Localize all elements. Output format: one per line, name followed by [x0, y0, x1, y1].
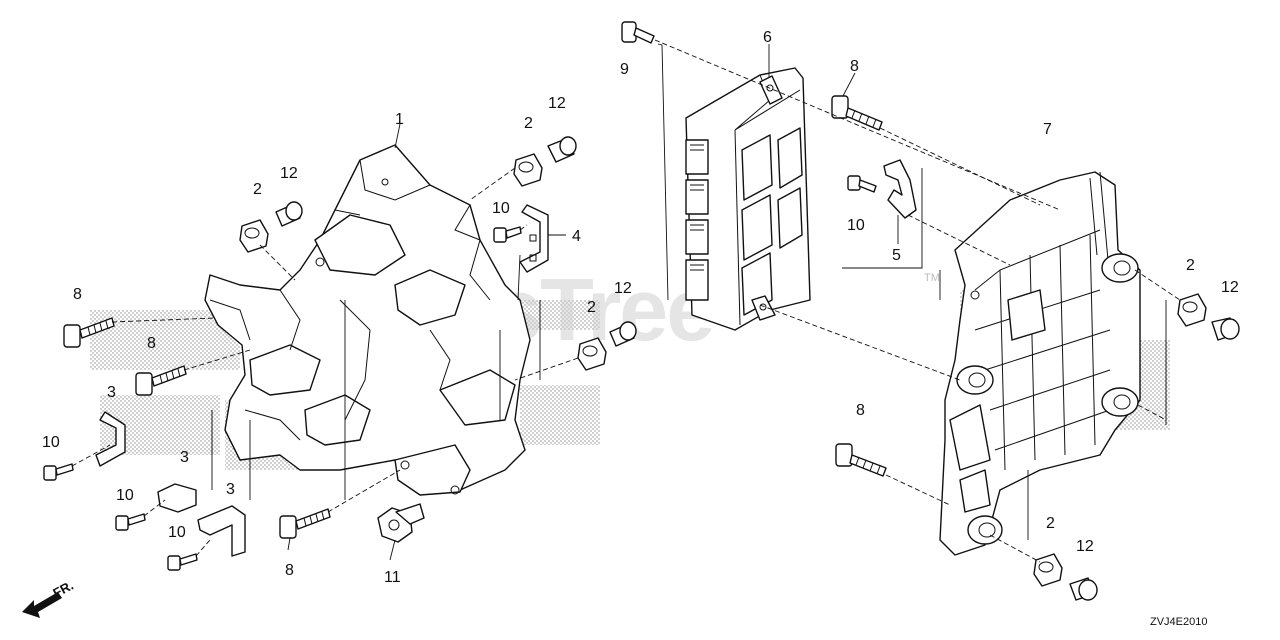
callout-part-1[interactable]: 1 [395, 111, 404, 128]
callout-part-5[interactable]: 5 [892, 247, 901, 264]
callout-part-2[interactable]: 2 [253, 181, 262, 198]
grommet-part-2[interactable] [513, 153, 543, 187]
small-bolt-part-10[interactable] [493, 226, 522, 243]
callout-part-10[interactable]: 10 [168, 524, 186, 541]
callout-part-12[interactable]: 12 [1221, 279, 1239, 296]
clip-part-5[interactable] [883, 159, 917, 219]
collar-part-12[interactable] [609, 321, 637, 347]
collar-part-12[interactable] [547, 136, 577, 163]
callout-part-3[interactable]: 3 [226, 481, 235, 498]
front-direction-arrow: FR. [22, 578, 76, 618]
callout-part-10[interactable]: 10 [847, 217, 865, 234]
alignment-lines [71, 39, 1181, 563]
callout-part-11[interactable]: 11 [384, 569, 401, 586]
callout-part-8[interactable]: 8 [856, 402, 865, 419]
clip-part-4[interactable] [519, 204, 549, 273]
callout-part-10[interactable]: 10 [42, 434, 60, 451]
grommet-part-2[interactable] [1033, 553, 1063, 587]
clip-part-3[interactable] [157, 483, 197, 513]
grommet-part-2[interactable] [239, 219, 269, 253]
callout-part-10[interactable]: 10 [116, 487, 134, 504]
clip-part-3[interactable] [197, 505, 246, 557]
callout-part-12[interactable]: 12 [548, 95, 566, 112]
callout-part-8[interactable]: 8 [285, 562, 294, 579]
diagram-code: ZVJ4E2010 [1150, 616, 1207, 628]
controller-module-part-6[interactable] [685, 67, 811, 331]
main-bracket-part-1[interactable] [204, 144, 531, 496]
callout-part-9[interactable]: 9 [620, 61, 629, 78]
collar-part-12[interactable] [1069, 577, 1098, 601]
small-bolt-part-10[interactable] [167, 553, 198, 571]
callout-part-2[interactable]: 2 [1046, 515, 1055, 532]
callout-part-3[interactable]: 3 [107, 384, 116, 401]
trademark-mark: TM [924, 272, 940, 284]
callout-part-8[interactable]: 8 [850, 58, 859, 75]
small-bolt-part-10[interactable] [847, 175, 877, 193]
bolt-part-8[interactable] [63, 317, 115, 348]
callout-part-3[interactable]: 3 [180, 449, 189, 466]
callout-part-12[interactable]: 12 [280, 165, 298, 182]
callouts: 1 2 12 2 12 10 4 8 8 2 12 3 10 3 10 3 10… [42, 29, 1239, 586]
callout-part-6[interactable]: 6 [763, 29, 772, 46]
bolt-part-8[interactable] [835, 443, 887, 477]
small-bolt-part-10[interactable] [43, 463, 74, 481]
small-bolt-part-10[interactable] [115, 513, 146, 531]
callout-part-7[interactable]: 7 [1043, 121, 1052, 138]
bolt-part-9[interactable] [621, 21, 655, 44]
clip-part-3[interactable] [95, 411, 126, 467]
callout-part-2[interactable]: 2 [524, 115, 533, 132]
connector-part-11[interactable] [377, 503, 425, 543]
bolt-part-8[interactable] [831, 95, 883, 131]
bolt-part-8[interactable] [279, 508, 331, 539]
callout-part-8[interactable]: 8 [147, 335, 156, 352]
mounting-plate-part-7[interactable] [939, 171, 1141, 556]
callout-part-8[interactable]: 8 [73, 286, 82, 303]
collar-part-12[interactable] [1211, 317, 1240, 341]
bolt-part-8[interactable] [135, 365, 187, 396]
callout-part-2[interactable]: 2 [1186, 257, 1195, 274]
callout-part-4[interactable]: 4 [572, 228, 581, 245]
callout-part-2[interactable]: 2 [587, 299, 596, 316]
callout-part-10[interactable]: 10 [492, 200, 510, 217]
callout-part-12[interactable]: 12 [614, 280, 632, 297]
grommet-part-2[interactable] [1177, 293, 1207, 327]
callout-part-12[interactable]: 12 [1076, 538, 1094, 555]
collar-part-12[interactable] [275, 201, 303, 227]
leader-lines [211, 43, 1167, 561]
